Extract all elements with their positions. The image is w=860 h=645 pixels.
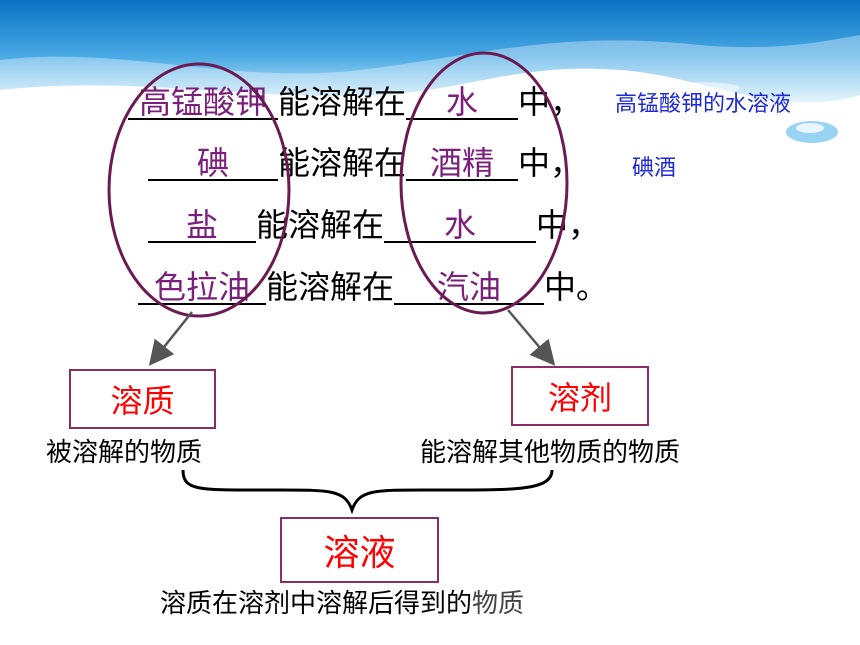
sentence-row-1: 高锰酸钾能溶解在水中， bbox=[128, 82, 582, 122]
solute-blank-3: 盐 bbox=[148, 205, 256, 244]
row-2-end: 中， bbox=[518, 144, 583, 182]
solution-caption-main: 溶质在溶剂中溶解后得到的 bbox=[160, 589, 473, 619]
solvent-box-label: 溶剂 bbox=[547, 379, 612, 417]
sentence-row-4: 色拉油能溶解在汽油中。 bbox=[138, 267, 608, 307]
solute-blank-2: 碘 bbox=[148, 143, 278, 182]
sentence-row-3: 盐能溶解在 水 中， bbox=[148, 205, 600, 245]
solvent-caption: 能溶解其他物质的物质 bbox=[420, 438, 681, 468]
solute-box-label: 溶质 bbox=[110, 382, 175, 420]
solute-answer-2: 碘 bbox=[196, 144, 229, 182]
solution-caption: 溶质在溶剂中溶解后得到的物质 bbox=[160, 583, 524, 620]
solvent-answer-1: 水 bbox=[446, 83, 479, 121]
solute-caption: 被溶解的物质 bbox=[46, 438, 203, 468]
solution-box: 溶液 bbox=[280, 517, 439, 583]
row-2-verb: 能溶解在 bbox=[278, 144, 407, 182]
solvent-blank-2: 酒精 bbox=[406, 143, 519, 182]
solute-blank-4: 色拉油 bbox=[138, 267, 266, 306]
solute-blank-1: 高锰酸钾 bbox=[128, 82, 278, 121]
combine-brace bbox=[181, 469, 554, 515]
sentence-row-2: 碘 能溶解在酒精中， bbox=[148, 143, 582, 183]
solvent-arrow bbox=[507, 309, 556, 366]
row-4-verb: 能溶解在 bbox=[266, 268, 395, 306]
note-row-2: 碘酒 bbox=[632, 156, 677, 181]
solvent-ellipse bbox=[399, 51, 569, 315]
solute-ellipse bbox=[107, 62, 291, 318]
solute-answer-4: 色拉油 bbox=[153, 268, 250, 306]
solvent-blank-3: 水 bbox=[384, 205, 537, 244]
solute-box: 溶质 bbox=[69, 369, 216, 429]
row-3-end: 中， bbox=[536, 206, 601, 244]
solvent-answer-3: 水 bbox=[444, 206, 477, 244]
solution-box-label: 溶液 bbox=[323, 533, 396, 574]
row-1-verb: 能溶解在 bbox=[278, 83, 407, 121]
solvent-blank-1: 水 bbox=[406, 82, 519, 121]
row-4-end: 中。 bbox=[544, 268, 609, 306]
solvent-box: 溶剂 bbox=[511, 366, 649, 426]
solution-caption-tail: 物质 bbox=[472, 589, 525, 619]
solvent-answer-2: 酒精 bbox=[430, 144, 495, 182]
note-row-1: 高锰酸钾的水溶液 bbox=[615, 92, 792, 117]
water-wave-background bbox=[0, 0, 860, 215]
solute-answer-1: 高锰酸钾 bbox=[138, 83, 267, 121]
solute-arrow bbox=[148, 311, 193, 366]
solute-answer-3: 盐 bbox=[185, 206, 218, 244]
row-3-verb: 能溶解在 bbox=[256, 206, 385, 244]
